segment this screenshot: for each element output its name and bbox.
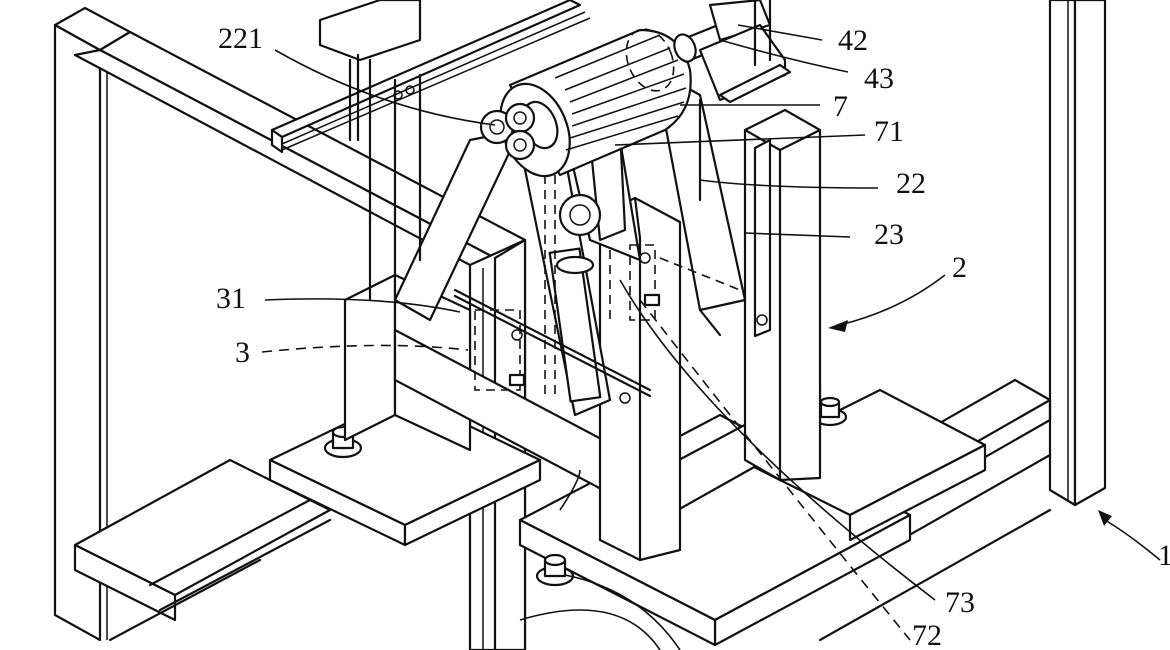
label-22: 22 xyxy=(896,167,926,200)
motor-drum xyxy=(479,0,787,178)
bolt xyxy=(535,553,575,587)
label-2: 2 xyxy=(952,251,967,284)
u-carrier xyxy=(343,108,822,562)
label-72: 72 xyxy=(912,619,942,650)
guide-rail xyxy=(270,0,792,302)
label-23: 23 xyxy=(874,218,904,251)
label-1: 1 xyxy=(1158,539,1170,572)
label-3: 3 xyxy=(235,336,250,369)
label-31: 31 xyxy=(216,282,246,315)
label-73: 73 xyxy=(945,586,975,619)
sensor-assembly xyxy=(453,244,741,398)
label-7: 7 xyxy=(833,90,848,123)
label-71: 71 xyxy=(874,115,904,148)
leader-lines xyxy=(261,24,1161,650)
label-42: 42 xyxy=(838,24,868,57)
label-221: 221 xyxy=(218,22,263,55)
label-43: 43 xyxy=(864,62,894,95)
